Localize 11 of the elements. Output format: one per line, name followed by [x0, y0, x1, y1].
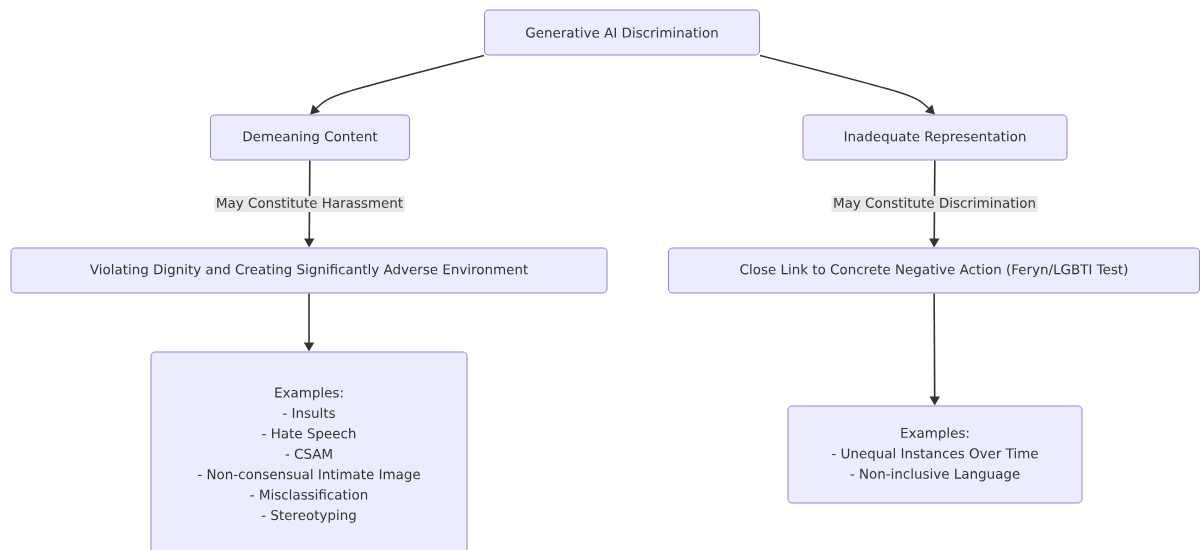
arrow [759, 54, 935, 115]
process-box: Examples: - Insults - Hate Speech - CSAM - Non-consensual Intimate Image - Misclassification - Stereotyping [150, 351, 468, 550]
process-box: Examples: - Unequal Instances Over Time - Non-inclusive Language [787, 405, 1083, 504]
process-box: Demeaning Content [210, 114, 410, 161]
process-box: Generative AI Discrimination [484, 9, 760, 56]
edge-label: May Constitute Discrimination [831, 196, 1038, 212]
edge-label: May Constitute Harassment [214, 196, 405, 212]
process-box: Violating Dignity and Creating Significantly Adverse Environment [10, 247, 608, 294]
process-box: Inadequate Representation [802, 114, 1068, 161]
process-box: Close Link to Concrete Negative Action (Feryn/LGBTI Test) [668, 247, 1200, 294]
arrow [310, 54, 485, 115]
